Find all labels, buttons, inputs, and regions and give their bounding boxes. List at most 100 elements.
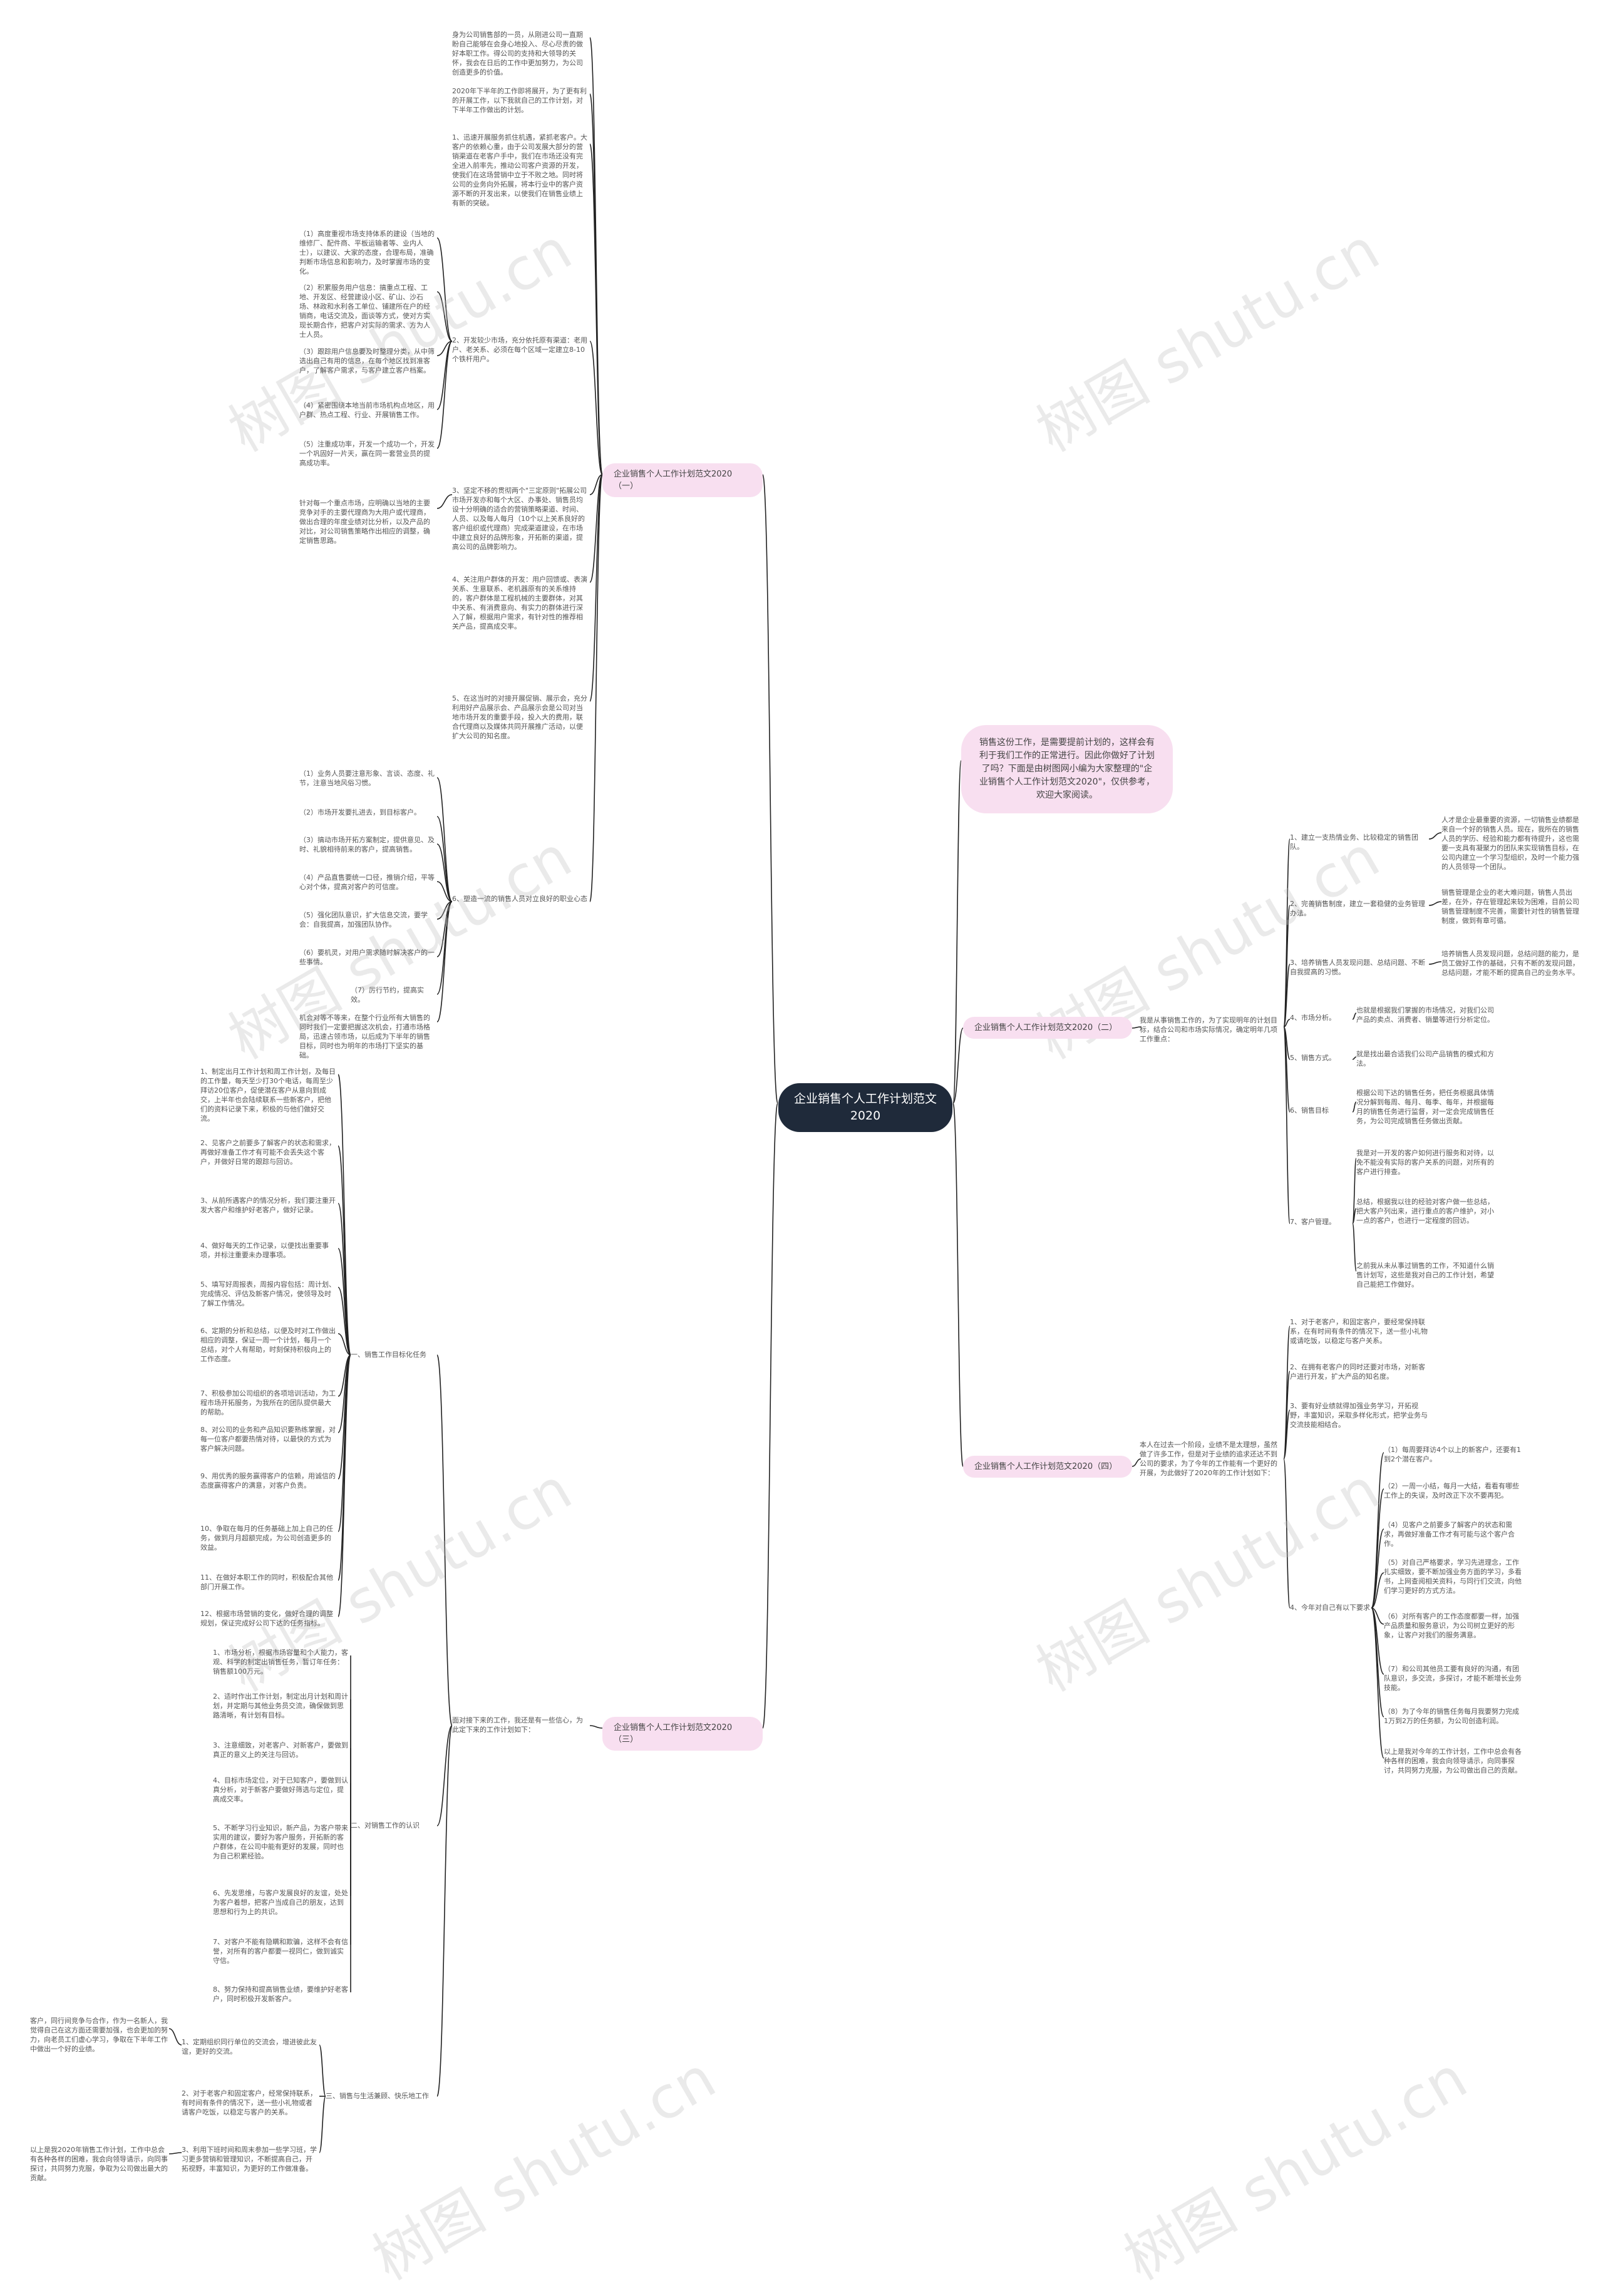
branch-4-node[interactable]: 企业销售个人工作计划范文2020（四） [963, 1456, 1132, 1478]
b1-sub2: 针对每一个重点市场，应明确以当地的主要竞争对手的主要代理商为大用户或代理商，做出… [299, 499, 430, 545]
mindmap-canvas: 树图 shutu.cn 树图 shutu.cn 树图 shutu.cn 树图 s… [30, 31, 1579, 2293]
b4-sub: （2）一周一小结，每月一大结，看看有哪些工作上的失误，及时改正下次不要再犯。 [1384, 1482, 1519, 1500]
connector-b2-detail [1352, 1056, 1357, 1060]
b4-sub: （6）对所有客户的工作态度都要一样，加强产品质量和服务意识，为公司树立更好的形象… [1384, 1612, 1519, 1639]
b3-item: 10、争取在每月的任务基础上加上自己的任务，做到月月超额完成，为公司创造更多的效… [200, 1525, 333, 1552]
b2-item: 6、销售目标 [1290, 1106, 1329, 1115]
connector-b2-detail [1352, 1223, 1357, 1272]
root-node[interactable]: 企业销售个人工作计划范文2020 [778, 1083, 952, 1132]
b4-sub: （8）为了今年的销售任务每月我要努力完成1万到2万的任务额，为公司创造利润。 [1384, 1707, 1519, 1725]
b1-sub3: （2）市场开发要扎进去，到目标客户。 [299, 808, 421, 816]
b3-item: 4、目标市场定位，对于已知客户，要做到认真分析，对于新客户要做好筛选与定位，提高… [213, 1776, 348, 1803]
b3-item: 6、先发思维，与客户发展良好的友谊，处处为客户着想，把客户当成自己的朋友，达到思… [213, 1889, 348, 1916]
connector-root-b1 [762, 474, 778, 1104]
b1-sub3: （4）产品直售要统一口径，推销介绍，平等心对个体，提高对客户的可信度。 [299, 873, 435, 891]
b3-item: 2、对于老客户和固定客户，经常保持联系，有时间有条件的情况下，送一些小礼物或者请… [182, 2089, 317, 2116]
connector-b3-item [338, 1333, 351, 1356]
intro-node[interactable]: 销售这份工作，是需要提前计划的，这样会有利于我们工作的正常进行。因此你做好了计划… [961, 725, 1173, 813]
b3-item: 5、填写好周报表，周报内容包括：周计划、完成情况、评估及新客户情况，使领导及时了… [200, 1280, 336, 1307]
branch-1-node[interactable]: 企业销售个人工作计划范文2020（一） [602, 463, 763, 497]
b3-item: 2、见客户之前要多了解客户的状态和需求，再做好准备工作才有可能不会丢失这个客户，… [200, 1139, 336, 1166]
b3-group: 一、销售工作目标化任务 [351, 1351, 426, 1359]
b3-item: 4、做好每天的工作记录，以便找出重要事项，并标注重要未办理事项。 [200, 1242, 329, 1259]
connector-b2-detail [1352, 1158, 1357, 1224]
connector-b1-sub1 [436, 291, 453, 342]
connector-b2-detail [1352, 1208, 1357, 1224]
connector-lines [168, 37, 1442, 2154]
connector-b3-group [436, 1725, 453, 1826]
b2-detail: 也就是根据我们掌握的市场情况，对我们公司产品的卖点、消费者、销量等进行分析定位。 [1356, 1006, 1494, 1024]
b3-item: 9、用优秀的服务赢得客户的信赖，用诚信的态度赢得客户的满意，对客户负责。 [200, 1472, 336, 1490]
connector-root-b4 [952, 1103, 964, 1467]
b3-item: 8、努力保持和提高销售业绩，要维护好老客户，同时积极开发新客户。 [213, 1985, 348, 2003]
connector-b3-group [436, 1354, 453, 1726]
branch-3-node[interactable]: 企业销售个人工作计划范文2020（三） [602, 1717, 763, 1751]
connector-root-b2 [952, 1027, 964, 1104]
connector-b3-note [168, 2028, 182, 2046]
b1-sub1: （3）跟踪用户信息要及时整理分类，从中筛选出自己有用的信息，在每个地区找到准客户… [299, 347, 435, 374]
b1-sub3: （6）要机灵，对用户需求随时解决客户的一些事情。 [299, 949, 435, 966]
b4-item: 3、要有好业绩就得加强业务学习，开拓视野，丰富知识，采取多样化形式，把学业务与交… [1290, 1402, 1428, 1429]
b3-item: 3、从前所遇客户的情况分析，我们要注重开发大客户和维护好老客户，做好记录。 [200, 1197, 336, 1214]
b4-sub: 以上是我对今年的工作计划，工作中总会有各种各样的困难，我会向领导请示，向同事探讨… [1384, 1748, 1522, 1774]
connector-b2-detail [1352, 1101, 1357, 1113]
b1-sub3: （5）强化团队意识，扩大信息交流，要学会：自我提高，加强团队协作。 [299, 911, 428, 929]
b2-item: 1、建立一支热情业务、比较稳定的销售团队。 [1290, 833, 1418, 851]
b1-sub3: （1）业务人员要注意形象、言谈、态度、礼节，注意当地风俗习惯。 [299, 770, 435, 787]
connector-b1 [589, 341, 603, 475]
b2-detail: 总结，根据我以往的经验对客户做一些总结，把大客户列出来，进行重点的客户维护，对小… [1356, 1198, 1494, 1225]
connector-b3-item [319, 2096, 326, 2153]
connector-root-intro [952, 760, 962, 1104]
connector-b4-sub [1371, 1572, 1384, 1609]
connector-b1-sub1 [436, 237, 453, 342]
b1-para: 3、坚定不移的贯彻两个"三定原则"拓展公司市场开发亦和每个大区、办事处、销售员均… [452, 486, 587, 551]
b1-sub3: （7）厉行节约，提高实效。 [351, 986, 424, 1004]
b4-item: 2、在拥有老客户的同时还要对市场，对新客户进行开发，扩大产品的知名度。 [1290, 1363, 1425, 1381]
b1-para: 2020年下半年的工作即将展开，为了更有利的开展工作，以下我就自己的工作计划，对… [452, 87, 587, 114]
b2-detail: 销售管理是企业的老大难问题，销售人员出差，在外，存在管理起来较为困难，目前公司销… [1441, 888, 1579, 925]
connector-b2-detail [1428, 832, 1442, 840]
branch-2-node[interactable]: 企业销售个人工作计划范文2020（二） [963, 1017, 1132, 1039]
b3-group: 三、销售与生活兼顾、快乐地工作 [326, 2092, 429, 2100]
connector-b1 [589, 474, 603, 583]
connector-b4-sub [1371, 1607, 1384, 1759]
connector-b3-note [168, 2152, 182, 2154]
connector-b3-item [338, 1248, 351, 1356]
connector-b1-sub1 [436, 341, 453, 356]
b3-item: 3、利用下班时间和周末参加一些学习班，学习更多营销和管理知识，不断提高自己，开拓… [182, 2146, 317, 2173]
b3-item: 11、在做好本职工作的同时，积极配合其他部门开展工作。 [200, 1573, 333, 1591]
b4-sub: （5）对自己严格要求，学习先进理念，工作扎实细致，要不断加强业务方面的学习，多看… [1384, 1558, 1522, 1595]
connector-b2-item [1283, 964, 1291, 1027]
b3-item: 12、根据市场营销的变化，做好合理的调整规划，保证完成好公司下达的任务指标。 [200, 1610, 333, 1627]
b3-left-note: 以上是我2020年销售工作计划，工作中总会有各种各样的困难，我会向领导请示，向同… [30, 2146, 168, 2182]
connector-b1-sub3 [436, 901, 453, 995]
connector-b3-item [338, 1074, 351, 1356]
connector-b2-detail [1428, 961, 1442, 965]
b4-sub: （1）每周要拜访4个以上的新客户，还要有1到2个潜在客户。 [1384, 1446, 1521, 1463]
b1-sub1: （2）积累服务用户信息：搞重点工程、工地、开发区、经营建设小区、矿山、沙石场、林… [299, 284, 430, 339]
connector-b2-detail [1428, 901, 1442, 906]
b3-group: 二、对销售工作的认识 [351, 1821, 420, 1830]
b2-item: 5、销售方式。 [1290, 1054, 1336, 1062]
connector-b3-item [338, 1354, 351, 1617]
b1-sub1: （4）紧密围绕本地当前市场机构点地区，用户群、热点工程、行业、开展销售工作。 [299, 401, 435, 419]
connector-b1 [589, 474, 603, 702]
b4-sub: （4）见客户之前要多了解客户的状态和需求，再做好准备工作才有可能与这个客户合作。 [1384, 1521, 1515, 1548]
b4-lead: 本人在过去一个阶段，业绩不是太理想，虽然做了许多工作，但是对于业绩的追求还达不到… [1140, 1441, 1277, 1477]
connector-b1-sub3 [436, 843, 453, 902]
connector-b4-item [1283, 1409, 1291, 1459]
b3-item: 1、市场分析，根据市场容量和个人能力，客观、科学的制定出销售任务，暂订年任务：销… [213, 1649, 348, 1676]
b2-detail: 就是找出最合适我们公司产品销售的模式和方法。 [1356, 1050, 1494, 1068]
b2-item: 2、完善销售制度，建立一套稳健的业务管理办法。 [1290, 900, 1425, 917]
b2-detail: 人才是企业最重要的资源，一切销售业绩都是来自一个好的销售人员。现在，我所在的销售… [1441, 816, 1579, 871]
connector-b1-sub3 [436, 881, 453, 902]
b3-lead: 面对接下来的工作，我还是有一些信心，为此定下来的工作计划如下： [452, 1716, 583, 1734]
b3-item: 5、不断学习行业知识，新产品，为客户带来实用的建议，要好为客户服务，开拓新的客户… [213, 1824, 348, 1860]
b2-detail: 之前我从未从事过销售的工作，不知道什么销售计划写，这些是我对自己的工作计划，希望… [1356, 1262, 1494, 1289]
b2-detail: 我是对一开发的客户如何进行服务和对待，以免不能没有实际的客户关系的问题，对所有的… [1356, 1149, 1494, 1176]
b2-item: 4、市场分析。 [1290, 1014, 1336, 1022]
connector-b4-item [1283, 1458, 1291, 1609]
b2-item: 3、培养销售人员发现问题、总结问题、不断自我提高的习惯。 [1290, 959, 1425, 976]
b1-para: 2、开发较少市场，充分依托原有渠道：老用户、老关系、必须在每个区域一定建立8-1… [452, 336, 587, 363]
b3-item: 1、定期组织同行单位的交流会，增进彼此友谊，更好的交流。 [182, 2038, 317, 2056]
